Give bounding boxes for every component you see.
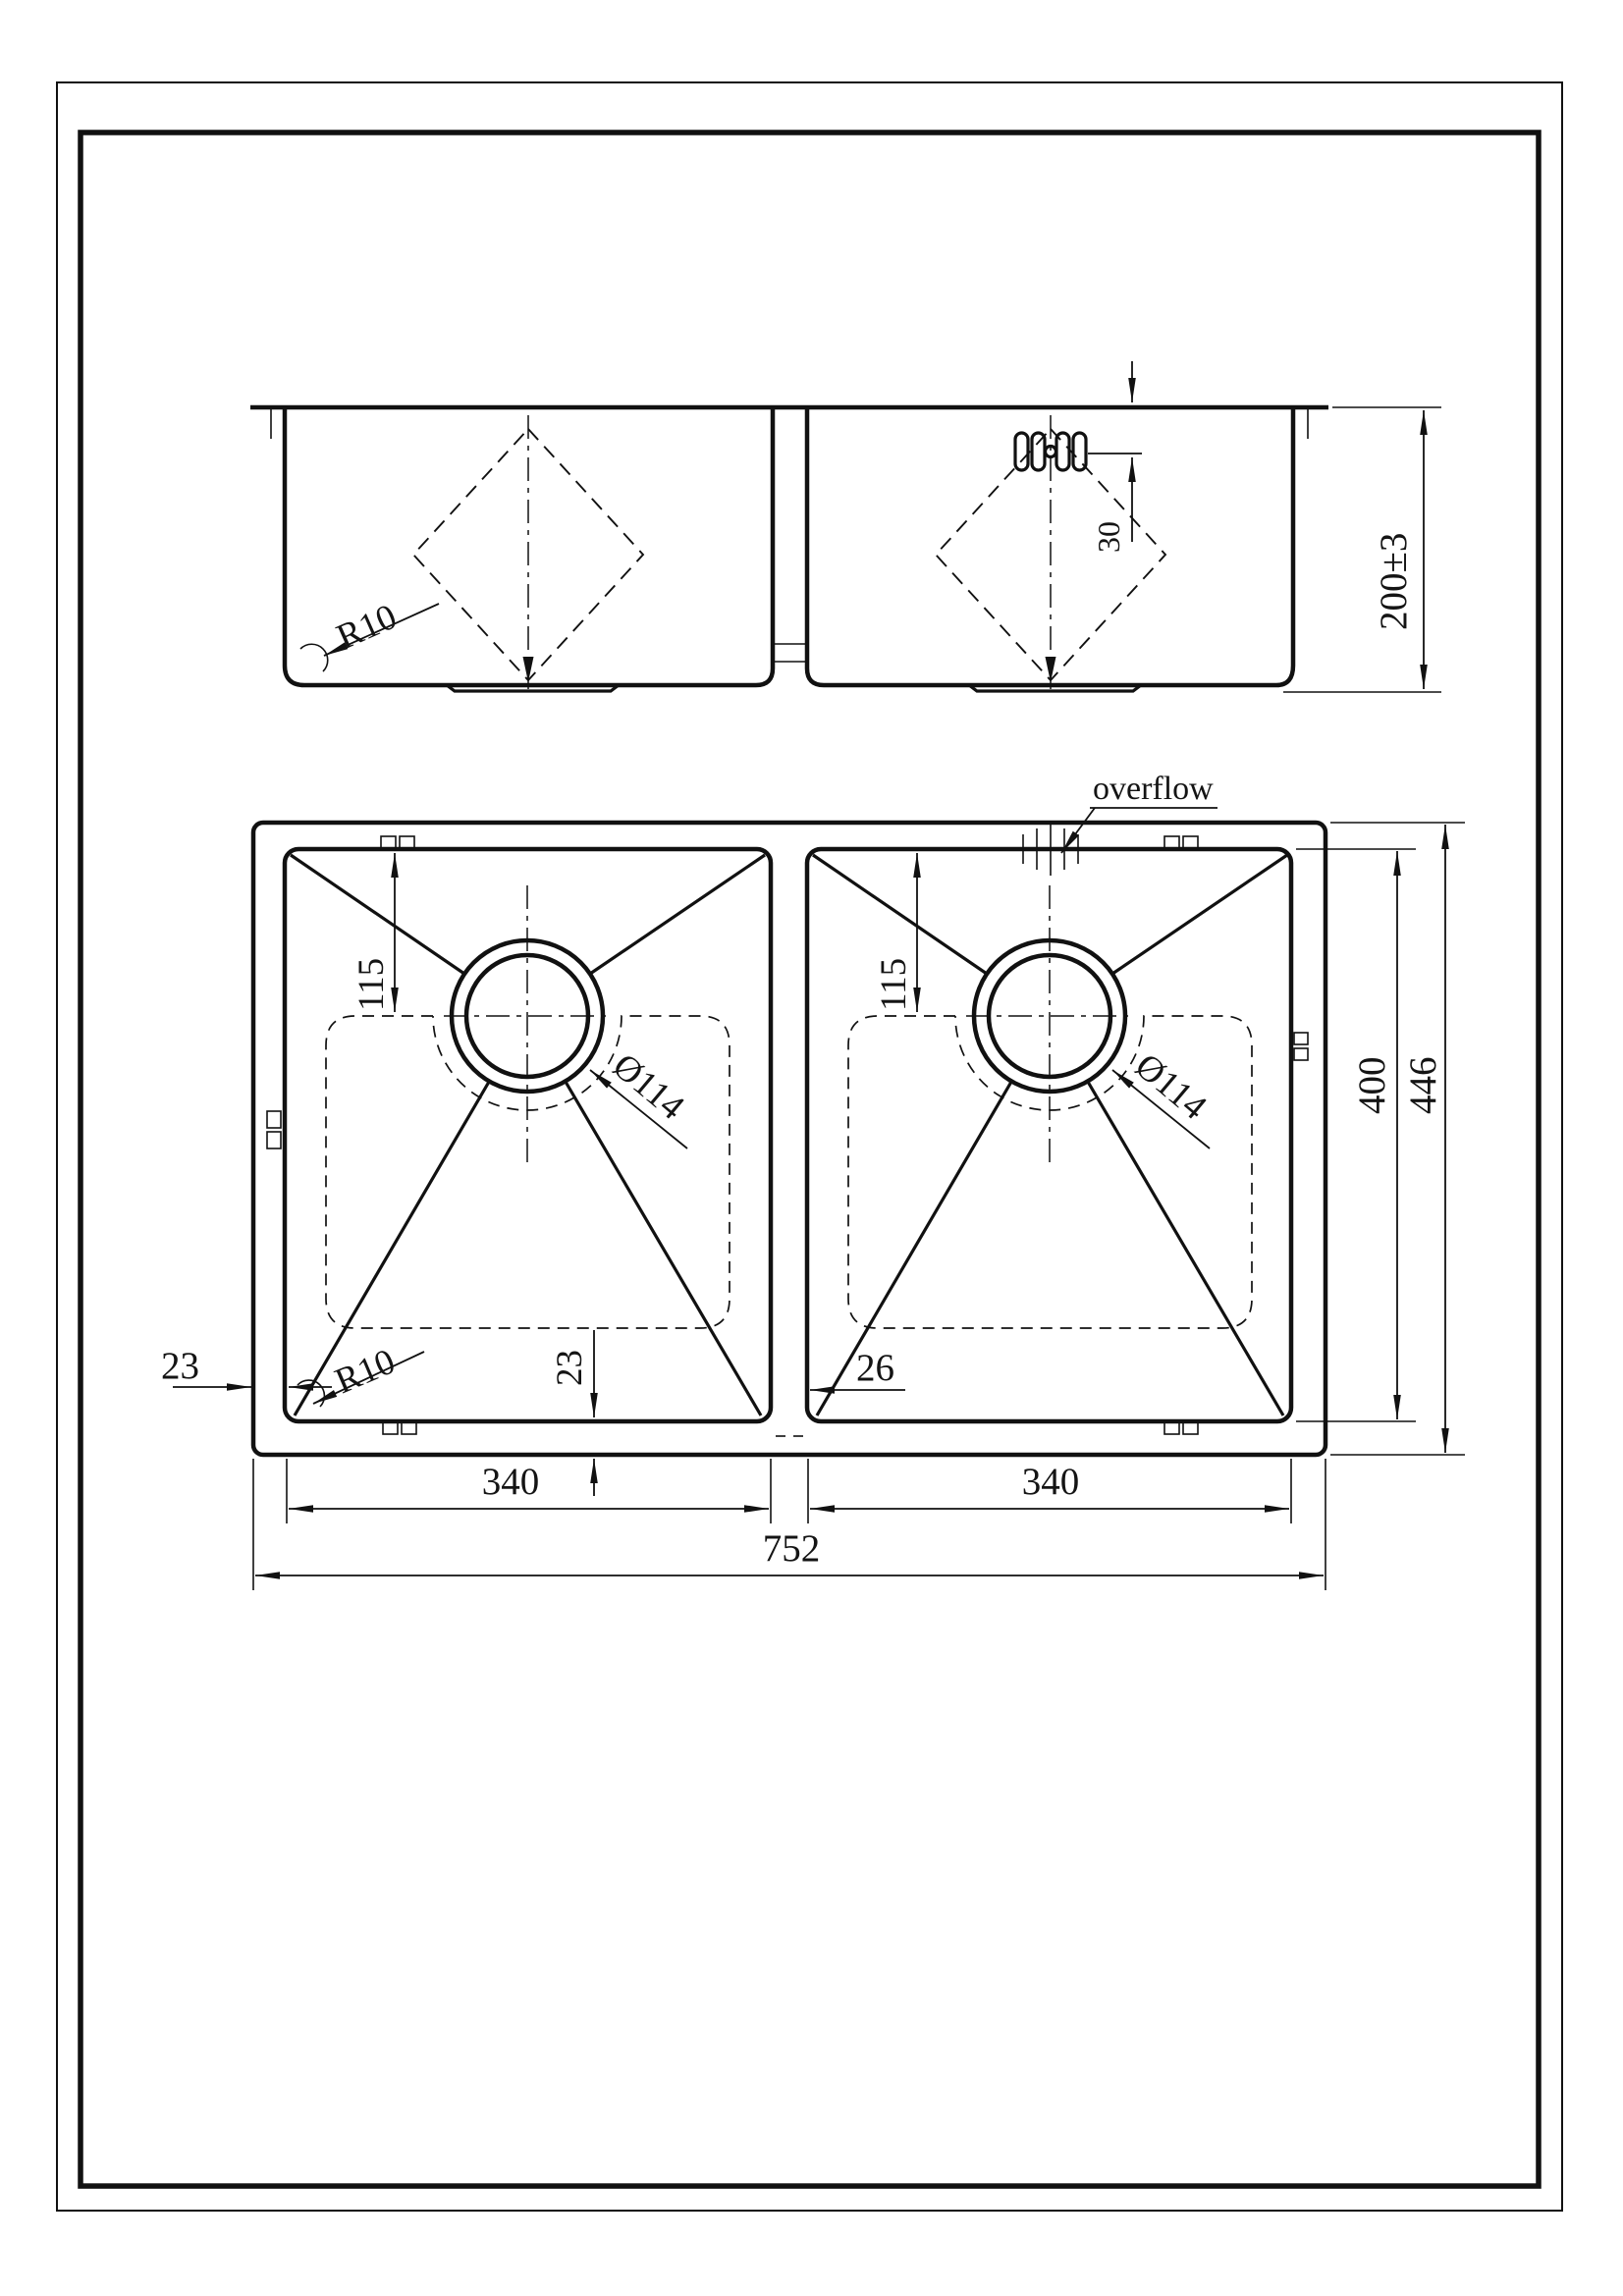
dim-bowl-width-right: 340 [1022,1461,1080,1503]
dim-rim-side: 23 [161,1345,199,1387]
plan-left-bowl [282,846,774,1424]
dim-divider-width: 26 [856,1347,894,1389]
dim-drain-diameter-left: Ø114 [605,1045,691,1127]
dim-drain-offset-left: 115 [352,958,392,1011]
dim-drain-offset-right: 115 [874,958,914,1011]
dim-bowl-length: 400 [1351,1057,1393,1115]
dim-depth: 200±3 [1373,533,1415,630]
plan-left-diagonals [290,853,766,1416]
dim-corner-radius-plan: R10 [329,1341,401,1402]
mounting-clips [266,835,1309,1437]
overflow-slots [1013,431,1088,472]
dim-overall-length: 446 [1402,1057,1444,1115]
sheet-border [56,81,1563,2212]
plan-right-diagonals [812,853,1288,1416]
dim-rim-bottom: 23 [550,1350,590,1386]
plan-right-bowl [804,846,1294,1424]
side-left-bowl [282,409,776,688]
bottom-extension-lines [252,1459,1326,1590]
plan-outer-rim [250,820,1328,1458]
dim-overall-width: 752 [763,1527,821,1570]
dim-bowl-width-left: 340 [482,1461,540,1503]
right-extension-lines [1296,822,1465,1456]
dim-drain-diameter-right: Ø114 [1127,1045,1214,1127]
side-view: 30 R10 200±3 [250,361,1441,693]
dim-overflow-offset: 30 [1091,521,1126,553]
overflow-label: overflow [1093,771,1214,807]
plan-view: overflow 115 115 Ø114 Ø114 R10 23 23 26 [161,771,1465,1590]
